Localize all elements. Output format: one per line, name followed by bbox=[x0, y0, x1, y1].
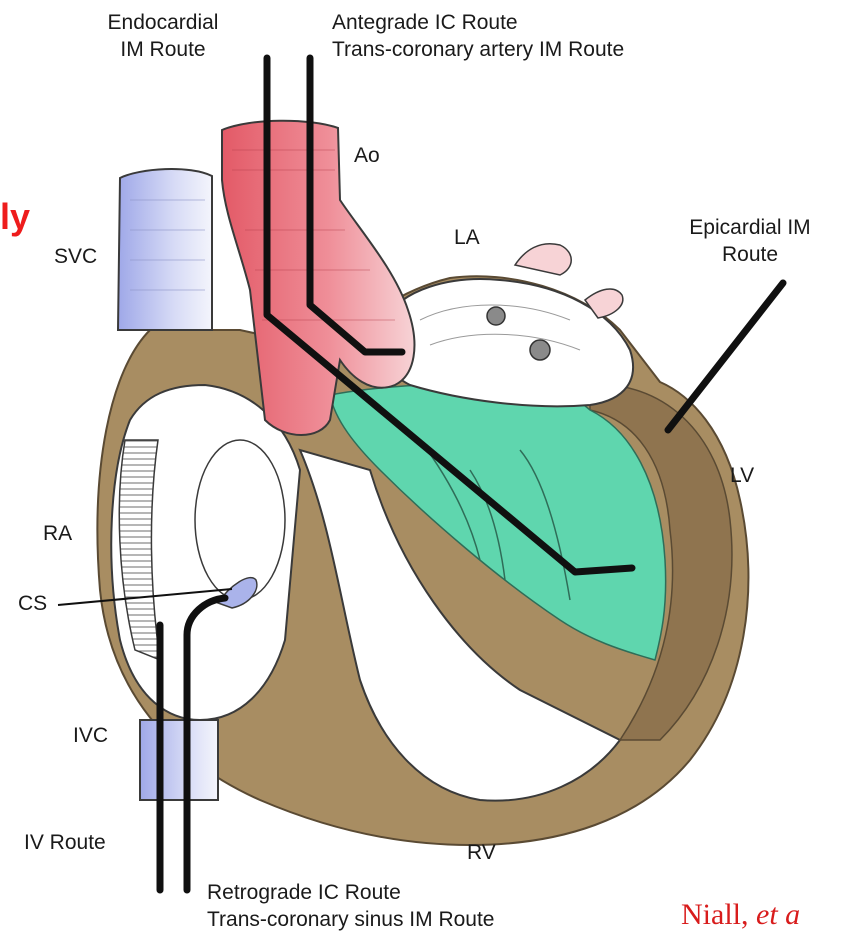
retrograde-line-2: Trans-coronary sinus IM Route bbox=[207, 906, 495, 933]
iv-route-label: IV Route bbox=[24, 829, 106, 856]
svc-label: SVC bbox=[54, 243, 97, 270]
cs-label: CS bbox=[18, 590, 47, 617]
endocardial-label: Endocardial IM Route bbox=[88, 9, 238, 63]
antegrade-label: Antegrade IC Route Trans-coronary artery… bbox=[332, 9, 624, 63]
endocardial-line-2: IM Route bbox=[88, 36, 238, 63]
lv-label: LV bbox=[730, 462, 754, 489]
clipped-title-fragment: ly bbox=[0, 196, 30, 238]
citation-author: Niall, bbox=[681, 898, 756, 931]
endocardial-line-1: Endocardial bbox=[88, 9, 238, 36]
superior-vena-cava bbox=[118, 169, 212, 330]
retrograde-line-1: Retrograde IC Route bbox=[207, 879, 495, 906]
ra-label: RA bbox=[43, 520, 72, 547]
la-label: LA bbox=[454, 224, 480, 251]
retrograde-label: Retrograde IC Route Trans-coronary sinus… bbox=[207, 879, 495, 933]
antegrade-line-2: Trans-coronary artery IM Route bbox=[332, 36, 624, 63]
inferior-vena-cava bbox=[140, 720, 218, 800]
citation: Niall, et a bbox=[681, 898, 800, 932]
citation-etal: et a bbox=[756, 898, 800, 931]
epicardial-line-2: Route bbox=[660, 241, 840, 268]
antegrade-line-1: Antegrade IC Route bbox=[332, 9, 624, 36]
epicardial-label: Epicardial IM Route bbox=[660, 214, 840, 268]
pulmonary-vein-upper bbox=[515, 244, 571, 275]
pulmonary-vein-ostium-2 bbox=[530, 340, 550, 360]
epicardial-im-catheter bbox=[668, 283, 783, 430]
rv-label: RV bbox=[467, 839, 496, 866]
ao-label: Ao bbox=[354, 142, 380, 169]
pulmonary-vein-ostium-1 bbox=[487, 307, 505, 325]
ivc-label: IVC bbox=[73, 722, 108, 749]
epicardial-line-1: Epicardial IM bbox=[660, 214, 840, 241]
